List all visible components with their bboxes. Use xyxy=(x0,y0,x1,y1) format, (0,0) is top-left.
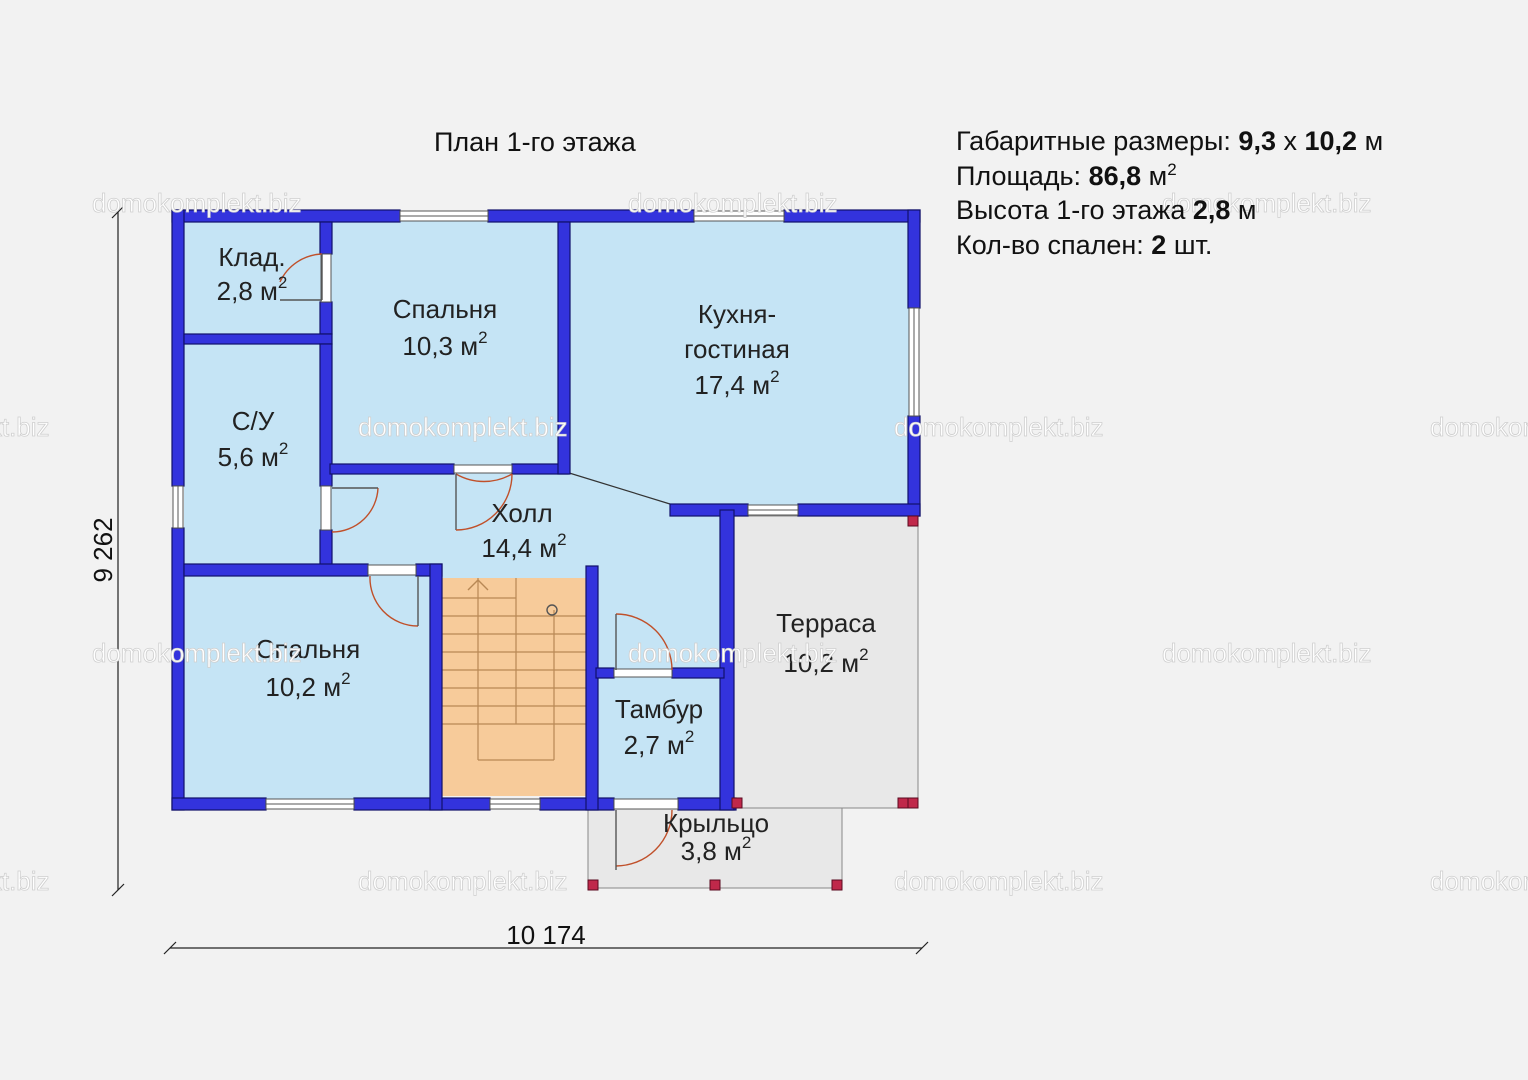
room-labels: Клад. 2,8 м2 Спальня 10,3 м2 Кухня- гост… xyxy=(217,242,877,866)
porch-floor xyxy=(587,807,843,889)
dimension-height: 9 262 xyxy=(88,517,118,582)
info-height: Высота 1-го этажа 2,8 м xyxy=(956,193,1383,228)
watermark: domokomplekt.biz xyxy=(0,866,50,896)
info-dimensions-unit: м xyxy=(1364,126,1384,156)
room-bedroom2-name: Спальня xyxy=(256,634,360,664)
plan-title: План 1-го этажа xyxy=(434,127,636,157)
info-bedrooms: Кол-во спален: 2 шт. xyxy=(956,228,1383,263)
room-kitchen-name2: гостиная xyxy=(684,334,790,364)
watermarks: domokomplekt.biz domokomplekt.biz domoko… xyxy=(0,188,1528,897)
info-height-label: Высота 1-го этажа xyxy=(956,195,1186,225)
room-terrace-name: Терраса xyxy=(776,608,876,638)
watermark: domokomplekt.biz xyxy=(894,412,1104,442)
watermark: domokomplekt.biz xyxy=(1162,188,1372,218)
info-area-exp: 2 xyxy=(1167,159,1177,179)
room-tambur-area: 2,7 м2 xyxy=(624,727,695,760)
info-area: Площадь: 86,8 м2 xyxy=(956,159,1383,194)
info-height-unit: м xyxy=(1237,195,1257,225)
walls xyxy=(171,209,921,811)
watermark: domokomplekt.biz xyxy=(1430,866,1528,896)
room-terrace-area: 10,2 м2 xyxy=(783,645,868,678)
watermark: domokomplekt.biz xyxy=(1430,412,1528,442)
room-hall-name: Холл xyxy=(491,498,552,528)
terrace-posts xyxy=(587,515,919,891)
hall-diagonal xyxy=(565,471,671,505)
info-dimensions-value: 9,3 xyxy=(1238,126,1276,156)
info-dimensions-sep: х xyxy=(1283,126,1297,156)
windows xyxy=(172,210,920,810)
room-porch-area: 3,8 м2 xyxy=(681,833,752,866)
staircase xyxy=(442,578,588,796)
room-hall-area: 14,4 м2 xyxy=(481,530,566,563)
room-klad-name: Клад. xyxy=(218,242,285,272)
room-bedroom2-area: 10,2 м2 xyxy=(265,669,350,702)
house-info: Габаритные размеры: 9,3 х 10,2 м Площадь… xyxy=(956,124,1383,262)
watermark: domokomplekt.biz xyxy=(894,866,1104,896)
room-tambur-name: Тамбур xyxy=(615,694,703,724)
info-dimensions-label: Габаритные размеры: xyxy=(956,126,1231,156)
info-height-value: 2,8 xyxy=(1192,195,1231,225)
door-frames xyxy=(320,253,679,810)
watermark: domokomplekt.biz xyxy=(1162,638,1372,668)
info-area-label: Площадь: xyxy=(956,160,1082,191)
room-klad-area: 2,8 м2 xyxy=(217,273,288,306)
room-kitchen-name1: Кухня- xyxy=(698,299,776,329)
terrace-floor xyxy=(727,515,919,809)
watermark: domokomplekt.biz xyxy=(92,188,302,218)
watermark: domokomplekt.biz xyxy=(628,638,838,668)
info-dimensions-value2: 10,2 xyxy=(1304,126,1358,156)
room-porch-name: Крыльцо xyxy=(663,808,769,838)
info-bedrooms-value: 2 xyxy=(1151,229,1167,260)
watermark: domokomplekt.biz xyxy=(628,188,838,218)
watermark: domokomplekt.biz xyxy=(92,638,302,668)
dimension-lines xyxy=(111,205,929,955)
room-bedroom1-name: Спальня xyxy=(393,294,497,324)
room-kitchen-area: 17,4 м2 xyxy=(694,367,779,400)
dimension-width: 10 174 xyxy=(506,920,586,950)
info-area-unit: м xyxy=(1148,160,1168,191)
watermark: domokomplekt.biz xyxy=(358,866,568,896)
room-bathroom-area: 5,6 м2 xyxy=(218,439,289,472)
room-bedroom1-area: 10,3 м2 xyxy=(402,328,487,361)
info-dimensions: Габаритные размеры: 9,3 х 10,2 м xyxy=(956,124,1383,159)
room-bathroom-name: С/У xyxy=(232,406,275,436)
watermark: domokomplekt.biz xyxy=(0,412,50,442)
door-arcs xyxy=(279,253,673,870)
info-bedrooms-unit: шт. xyxy=(1173,229,1213,260)
info-bedrooms-label: Кол-во спален: xyxy=(956,229,1144,260)
info-area-value: 86,8 xyxy=(1088,160,1142,191)
watermark: domokomplekt.biz xyxy=(358,412,568,442)
